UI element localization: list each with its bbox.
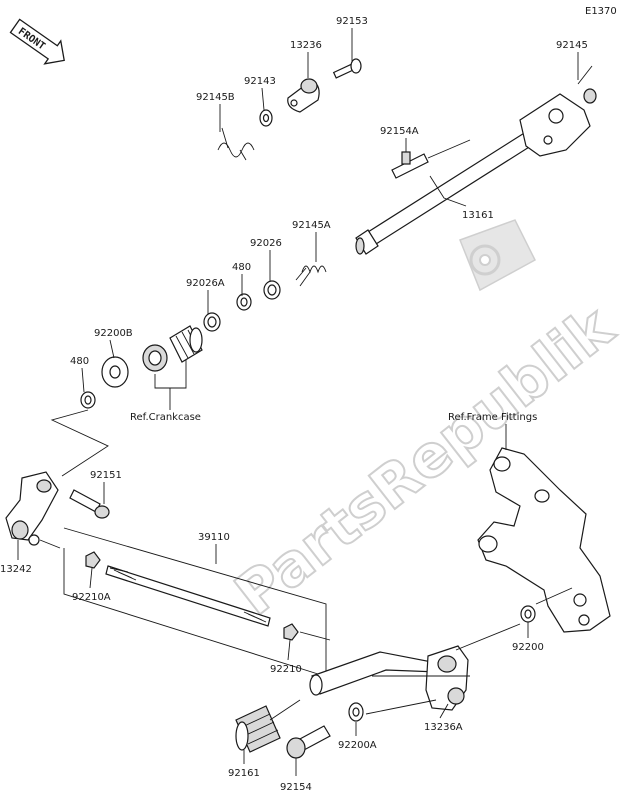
label-92210: 92210 (270, 664, 302, 675)
nut-92210 (283, 623, 299, 641)
label-92145b: 92145B (196, 92, 235, 103)
spring-92145b (217, 127, 255, 161)
label-480-upper: 480 (232, 262, 251, 273)
label-92026: 92026 (250, 238, 282, 249)
washer-480-upper (236, 293, 252, 311)
pedal-rubber-92161 (235, 705, 281, 753)
label-13236: 13236 (290, 40, 322, 51)
lever-13242 (5, 471, 59, 546)
tie-rod-39110 (105, 565, 271, 627)
front-arrow-icon: FRONT (9, 18, 65, 65)
bolt-92154 (286, 725, 331, 759)
shift-pedal-13236a (309, 645, 469, 711)
washer-92200-line (455, 587, 573, 651)
rubber-line (269, 699, 301, 721)
label-13161: 13161 (462, 210, 494, 221)
bolt-92151 (69, 489, 110, 519)
gear-flag-logo (459, 219, 536, 292)
label-92200: 92200 (512, 642, 544, 653)
shift-shaft-13161 (355, 93, 591, 255)
needle-bearing (169, 325, 203, 363)
label-92145a: 92145A (292, 220, 331, 231)
oil-seal (142, 344, 168, 372)
label-92200b: 92200B (94, 328, 133, 339)
crankcase-bracket (154, 360, 187, 410)
label-92161: 92161 (228, 768, 260, 779)
nut-92210a (85, 551, 101, 569)
washer-92200a-line (365, 699, 437, 715)
washer-480-lower (80, 391, 96, 409)
leader-lines (17, 28, 579, 776)
label-13242: 13242 (0, 564, 32, 575)
label-480-lower: 480 (70, 356, 89, 367)
washer-92200 (520, 605, 536, 623)
crankcase-dashline (50, 409, 109, 477)
washer-92026a (203, 312, 221, 332)
label-ref-crankcase: Ref.Crankcase (130, 412, 201, 423)
label-92143: 92143 (244, 76, 276, 87)
spring-92145a (295, 265, 327, 287)
label-92145: 92145 (556, 40, 588, 51)
lever-13236 (287, 78, 320, 113)
bolt-92154a (391, 139, 471, 179)
label-13236a: 13236A (424, 722, 463, 733)
frame-fitting (477, 447, 611, 633)
diagram-code: E1370 (585, 6, 617, 17)
label-ref-frame-fittings: Ref.Frame Fittings (448, 412, 537, 423)
bolt-92153 (332, 58, 362, 79)
label-39110: 39110 (198, 532, 230, 543)
rod-frame-lines (39, 527, 331, 675)
collar-92143 (259, 109, 273, 127)
spring-92145 (577, 65, 597, 104)
label-92153: 92153 (336, 16, 368, 27)
washer-92200a (348, 702, 364, 722)
label-92200a: 92200A (338, 740, 377, 751)
label-92151: 92151 (90, 470, 122, 481)
label-92154: 92154 (280, 782, 312, 793)
label-92210a: 92210A (72, 592, 111, 603)
washer-92200b (101, 356, 129, 388)
label-92026a: 92026A (186, 278, 225, 289)
washer-92026 (263, 280, 281, 300)
label-92154a: 92154A (380, 126, 419, 137)
